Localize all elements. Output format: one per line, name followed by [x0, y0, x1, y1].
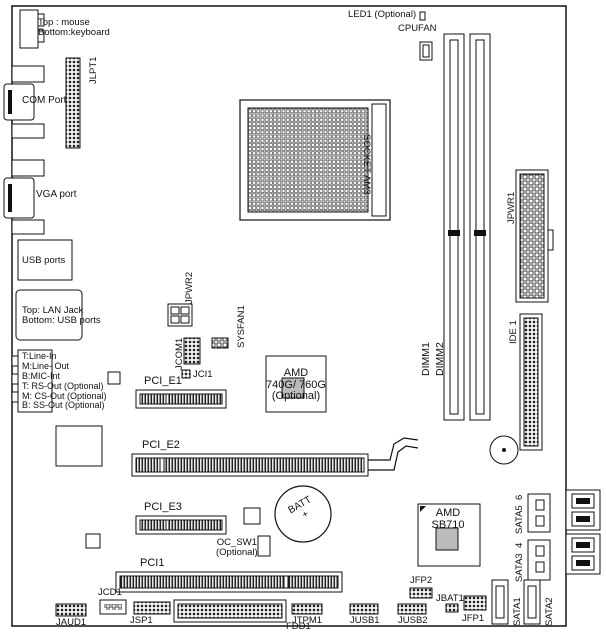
label-sata2: SATA2 [544, 597, 555, 626]
pci-e1-slot [135, 389, 227, 409]
southbridge-chip [417, 503, 481, 567]
label-jusb2: JUSB2 [398, 615, 428, 626]
label-pci1: PCI1 [140, 557, 165, 569]
pci1-slot [115, 571, 343, 593]
jpwr1-connector [515, 169, 554, 303]
sata3-4-connector [527, 539, 551, 581]
sata5-6-connector [527, 493, 551, 533]
jsp1-header [133, 601, 171, 615]
label-dimm2: DIMM2 [434, 342, 446, 376]
jbat1-header [445, 603, 459, 613]
label-lan-usb: Top: LAN Jack Bottom: USB ports [22, 305, 101, 326]
label-jpwr2: JPWR2 [184, 271, 195, 304]
cpu-socket [239, 99, 391, 221]
label-sata56: SATA5 6 [514, 494, 525, 534]
dimm-slots [443, 33, 491, 421]
label-vga-port: VGA port [36, 189, 77, 200]
battery [274, 485, 332, 543]
sata-side-view-bottom [565, 533, 601, 575]
label-sata1: SATA1 [512, 597, 523, 626]
label-jci1: JCI1 [193, 369, 213, 380]
jpwr2-connector [167, 303, 193, 327]
pci-e2-slot [131, 437, 419, 477]
label-socket: SOCKET AM3 [361, 134, 372, 195]
label-jfp1: JFP1 [462, 613, 485, 624]
label-northbridge: AMD 740G/ 760G (Optional) [266, 367, 326, 403]
jusb2-header [397, 603, 427, 615]
jcd1-connector [99, 599, 127, 615]
label-jbat1: JBAT1 [436, 593, 464, 604]
sata-side-view-top [565, 489, 601, 531]
northbridge-chip [265, 355, 327, 413]
label-mouse-keyboard: Top : mouse Bottom:keyboard [38, 17, 110, 38]
sata2-connector [523, 579, 541, 625]
small-chip-left [85, 533, 101, 549]
com-port-connector [3, 65, 45, 139]
cpufan-connector [419, 41, 433, 61]
label-oc-sw1: OC_SW1 (Optional) [216, 537, 258, 558]
label-jusb1: JUSB1 [350, 615, 380, 626]
label-jfp2: JFP2 [410, 575, 433, 586]
fdd1-connector [173, 599, 287, 623]
label-dimm1: DIMM1 [420, 342, 432, 376]
jtpm1-header [291, 603, 323, 615]
label-pci-e1: PCI_E1 [144, 375, 182, 387]
label-led1: LED1 (Optional) [348, 9, 417, 20]
ide1-connector [519, 313, 543, 451]
pci-e3-slot [135, 515, 227, 535]
jlpt1-header [65, 57, 81, 149]
label-jtpm1: JTPM1 [292, 615, 323, 626]
sysfan1-connector [211, 337, 229, 349]
usb-ports-connector [17, 239, 73, 281]
small-chip-center [243, 507, 261, 525]
label-sata34: SATA3 4 [514, 542, 525, 582]
label-fdd1: FDD1 [286, 621, 311, 632]
label-audio: T:Line-In M:Line- Out B:MIC-Int T: RS-Ou… [22, 351, 107, 411]
label-usb-ports: USB ports [22, 255, 66, 266]
small-chip-audio [107, 371, 121, 385]
jci1-header [181, 369, 191, 379]
label-com-port: COM Port [22, 95, 67, 106]
label-jpwr1: JPWR1 [506, 191, 517, 224]
label-jsp1: JSP1 [130, 615, 153, 626]
label-pci-e2: PCI_E2 [142, 439, 180, 451]
jusb1-header [349, 603, 379, 615]
jfp1-header [463, 595, 487, 611]
oc-sw1-switch [257, 535, 271, 557]
led1 [419, 11, 426, 21]
jfp2-header [409, 587, 433, 599]
audio-jacks [11, 349, 53, 413]
label-cpufan: CPUFAN [398, 23, 437, 34]
jaud1-header [55, 603, 87, 617]
io-chip [55, 425, 103, 467]
label-jcom1: JCOM1 [174, 337, 185, 370]
label-jlpt1: JLPT1 [88, 56, 99, 84]
vga-connector [3, 159, 45, 235]
ps2-connector [19, 9, 45, 49]
sata1-connector [491, 579, 509, 625]
label-pci-e3: PCI_E3 [144, 501, 182, 513]
label-southbridge: AMD SB710 [431, 507, 465, 531]
label-jaud1: JAUD1 [56, 617, 87, 628]
label-jcd1: JCD1 [98, 587, 122, 598]
jcom1-header [183, 337, 201, 365]
label-sysfan1: SYSFAN1 [236, 305, 247, 348]
buzzer [489, 435, 519, 465]
label-ide1: IDE 1 [508, 320, 519, 344]
lan-usb-connector [15, 289, 83, 341]
